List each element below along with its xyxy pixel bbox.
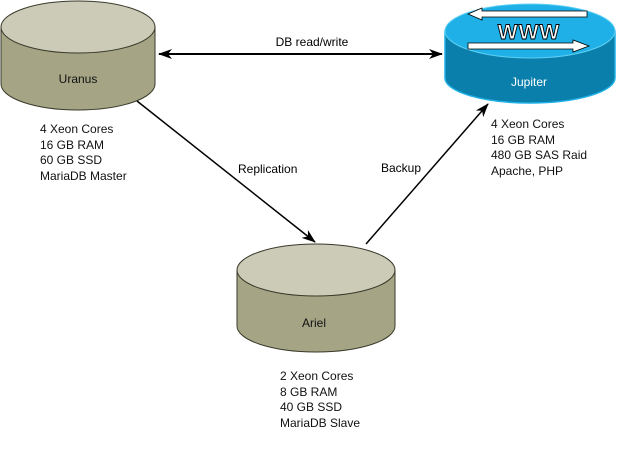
ariel-label: Ariel: [302, 316, 326, 330]
jupiter-label: Jupiter: [511, 75, 547, 89]
ariel-spec-cpu: 2 Xeon Cores: [280, 369, 354, 383]
uranus-specs: 4 Xeon Cores 16 GB RAM 60 GB SSD MariaDB…: [40, 122, 127, 184]
ariel-spec-ram: 8 GB RAM: [280, 384, 338, 399]
edge-backup: Backup: [365, 103, 489, 245]
uranus-spec-cpu: 4 Xeon Cores: [40, 122, 114, 136]
edge-replication: Replication: [136, 100, 316, 243]
backup-label: Backup: [381, 161, 421, 175]
uranus-cylinder-top: [0, 0, 156, 54]
jupiter-specs: 4 Xeon Cores 16 GB RAM 480 GB SAS Raid A…: [491, 117, 587, 179]
ariel-spec-storage: 40 GB SSD: [280, 400, 343, 414]
db-read-write-label: DB read/write: [276, 35, 349, 49]
jupiter-node[interactable]: WWW Jupiter: [444, 3, 616, 104]
uranus-spec-storage: 60 GB SSD: [40, 153, 103, 167]
backup-arrow: [365, 103, 489, 245]
jupiter-spec-ram: 16 GB RAM: [491, 132, 556, 147]
uranus-label: Uranus: [59, 72, 98, 86]
uranus-spec-ram: 16 GB RAM: [40, 137, 105, 152]
jupiter-spec-cpu: 4 Xeon Cores: [491, 117, 565, 131]
uranus-spec-role: MariaDB Master: [40, 168, 127, 183]
replication-label: Replication: [238, 162, 297, 176]
edge-db-read-write: DB read/write: [158, 35, 443, 59]
www-left-arrow-icon: [466, 7, 588, 21]
ariel-node[interactable]: Ariel: [236, 243, 396, 353]
www-badge: WWW: [498, 21, 560, 44]
ariel-cylinder-top: [236, 243, 396, 297]
ariel-specs: 2 Xeon Cores 8 GB RAM 40 GB SSD MariaDB …: [280, 369, 360, 431]
www-right-arrow-icon: [467, 39, 591, 53]
jupiter-spec-storage: 480 GB SAS Raid: [491, 148, 588, 162]
jupiter-spec-software: Apache, PHP: [491, 163, 564, 178]
uranus-node[interactable]: Uranus: [0, 0, 156, 111]
ariel-spec-role: MariaDB Slave: [280, 415, 361, 430]
replication-arrow: [136, 100, 316, 243]
